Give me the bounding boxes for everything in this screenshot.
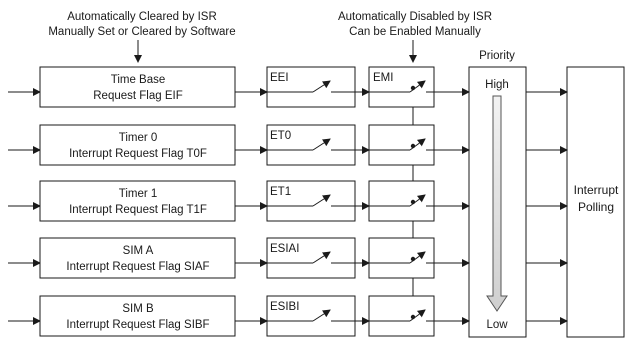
master-enable-box <box>368 295 435 337</box>
master-switch-blade <box>409 309 426 322</box>
flag-box <box>39 124 236 166</box>
flag-name: Timer 0 <box>119 132 158 144</box>
enable-bit-label: ET0 <box>270 130 291 142</box>
enable-switch-blade <box>312 80 331 93</box>
enable-switch-blade <box>312 309 331 322</box>
enable-bit-label: EEI <box>270 72 289 84</box>
flag-box <box>39 180 236 222</box>
priority-low-label: Low <box>486 319 508 331</box>
flag-description: Interrupt Request Flag T0F <box>69 148 207 160</box>
interrupt-polling-box <box>566 66 625 338</box>
flag-name: SIM A <box>123 245 154 257</box>
master-switch-blade <box>409 251 426 264</box>
enable-bit-label: ESIBI <box>270 301 299 313</box>
priority-label: Priority <box>479 50 515 62</box>
flag-box <box>39 66 236 108</box>
enable-switch-blade <box>312 194 331 207</box>
flag-description: Interrupt Request Flag SIAF <box>66 261 209 273</box>
polling-label-line2: Polling <box>578 200 614 214</box>
flag-header-line2: Manually Set or Cleared by Software <box>48 26 235 38</box>
enable-box <box>266 124 356 166</box>
enable-box <box>266 295 356 337</box>
flag-name: SIM B <box>122 303 154 315</box>
priority-high-label: High <box>485 79 509 91</box>
flag-name: Time Base <box>111 74 166 86</box>
enable-switch-blade <box>312 138 331 151</box>
master-switch-blade <box>409 80 426 93</box>
flag-name: Timer 1 <box>119 188 158 200</box>
master-enable-box <box>368 124 435 166</box>
bus-junction-dot <box>410 199 416 205</box>
master-switch-blade <box>409 194 426 207</box>
master-enable-box <box>368 237 435 279</box>
enable-header-line2: Can be Enabled Manually <box>349 26 481 38</box>
bus-junction-dot <box>410 256 416 262</box>
enable-bit-label: ESIAI <box>270 243 299 255</box>
enable-switch-blade <box>312 251 331 264</box>
flag-description: Interrupt Request Flag SIBF <box>66 319 209 331</box>
flag-box <box>39 295 236 337</box>
polling-label-line1: Interrupt <box>574 183 619 197</box>
master-enable-label: EMI <box>373 72 393 84</box>
enable-box <box>266 180 356 222</box>
flag-description: Request Flag EIF <box>93 90 182 102</box>
flag-box <box>39 237 236 279</box>
enable-header-line1: Automatically Disabled by ISR <box>338 11 492 23</box>
flag-header-line1: Automatically Cleared by ISR <box>67 11 217 23</box>
enable-box <box>266 66 356 108</box>
master-switch-blade <box>409 138 426 151</box>
flag-description: Interrupt Request Flag T1F <box>69 204 207 216</box>
enable-bit-label: ET1 <box>270 186 291 198</box>
enable-box <box>266 237 356 279</box>
priority-direction-arrow <box>486 95 508 312</box>
master-enable-box <box>368 180 435 222</box>
bus-junction-dot <box>410 143 416 149</box>
bus-junction-dot <box>410 85 416 91</box>
bus-junction-dot <box>410 314 416 320</box>
